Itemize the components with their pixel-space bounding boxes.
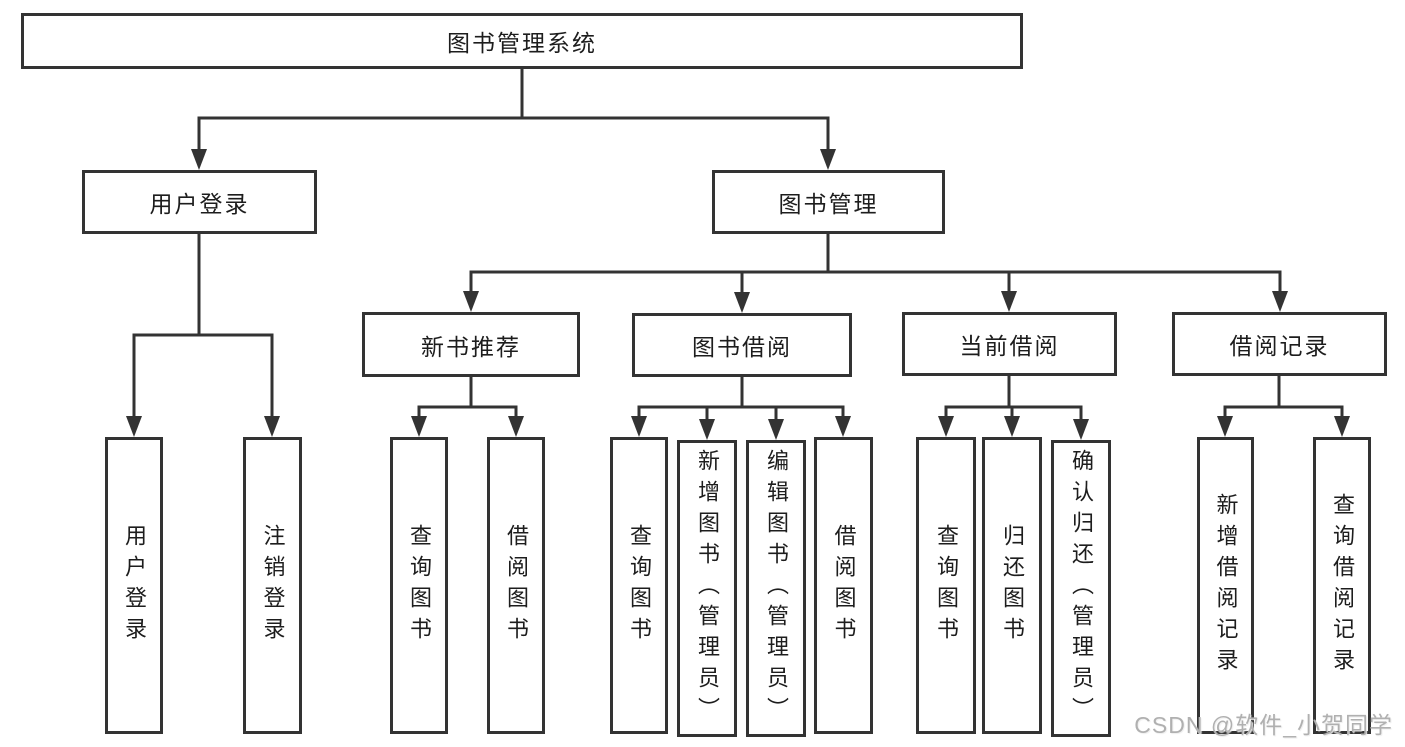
node-leaf-borrow-books-1: 借阅图书 [487,437,545,734]
node-label: 确认归还（管理员） [1069,449,1094,728]
node-leaf-add-borrow-record: 新增借阅记录 [1197,437,1254,734]
node-book-management: 图书管理 [712,170,945,234]
node-label: 当前借阅 [959,333,1060,359]
node-new-book-recommend: 新书推荐 [362,312,580,377]
node-label: 图书管理系统 [447,30,597,56]
node-leaf-return-books: 归还图书 [982,437,1042,734]
node-library-management-system: 图书管理系统 [21,13,1023,69]
node-label: 新书推荐 [421,333,521,360]
node-label: 归还图书 [1000,523,1025,648]
node-leaf-confirm-return-admin: 确认归还（管理员） [1051,440,1111,737]
node-label: 用户登录 [149,191,250,217]
node-label: 新增借阅记录 [1213,492,1239,679]
node-label: 查询图书 [407,523,432,648]
watermark: CSDN @软件_小贺同学 [1134,712,1393,738]
node-leaf-borrow-books-2: 借阅图书 [814,437,873,734]
node-leaf-query-books-1: 查询图书 [390,437,448,734]
node-label: 查询图书 [934,523,959,648]
node-leaf-add-book-admin: 新增图书（管理员） [677,440,737,737]
node-book-borrowing: 图书借阅 [632,313,852,377]
node-leaf-query-borrow-record: 查询借阅记录 [1313,437,1371,734]
node-current-borrowing: 当前借阅 [902,312,1117,376]
node-leaf-edit-book-admin: 编辑图书（管理员） [746,440,806,737]
node-label: 编辑图书（管理员） [764,449,789,728]
node-label: 注销登录 [260,523,286,648]
node-label: 图书借阅 [692,334,792,360]
node-label: 借阅图书 [831,523,857,648]
node-leaf-query-books-2: 查询图书 [610,437,668,734]
node-leaf-user-login: 用户登录 [105,437,163,734]
node-leaf-query-books-3: 查询图书 [916,437,976,734]
node-label: 查询图书 [627,523,652,648]
node-label: 用户登录 [122,523,147,648]
node-label: 图书管理 [778,191,879,217]
node-label: 新增图书（管理员） [695,449,720,728]
node-label: 查询借阅记录 [1330,492,1355,679]
node-label: 借阅图书 [504,523,529,648]
node-user-login-group: 用户登录 [82,170,317,234]
node-label: 借阅记录 [1229,333,1330,359]
node-leaf-logout: 注销登录 [243,437,302,734]
node-borrow-records: 借阅记录 [1172,312,1387,376]
